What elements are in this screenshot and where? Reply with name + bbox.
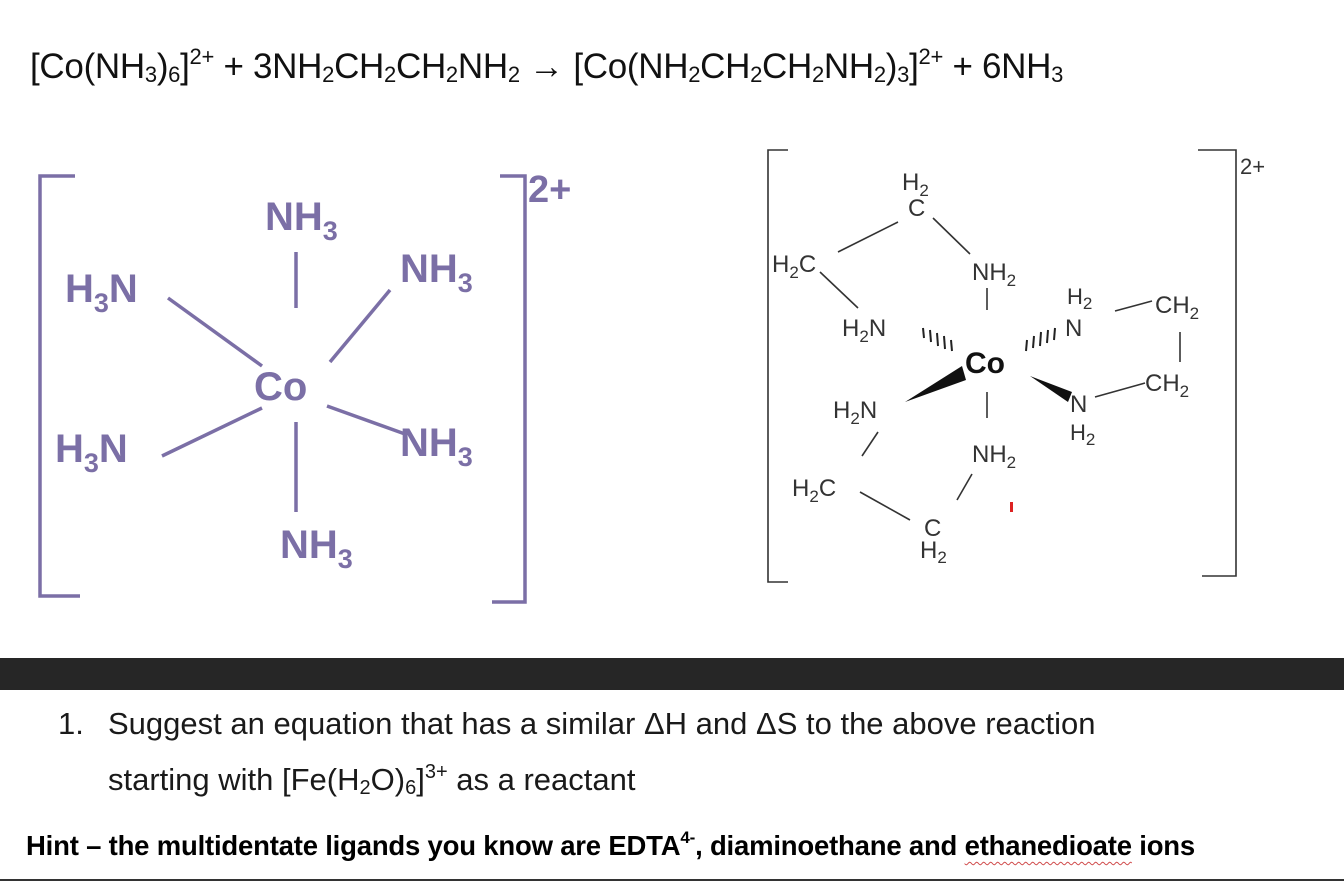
question-number: 1. — [58, 706, 84, 741]
h2n-left-upper: H2N — [842, 315, 886, 346]
left-bracket-open — [38, 174, 80, 598]
question-text: Suggest an equation that has a similar Δ… — [108, 700, 1308, 812]
hash-bond-right — [1025, 327, 1056, 352]
n-right-lower: N — [1070, 391, 1087, 418]
right-bracket-close — [1198, 149, 1237, 577]
ch2-right-upper: CH2 — [1155, 292, 1199, 323]
bond-lower-right — [326, 404, 406, 436]
bond-upper-left — [166, 296, 264, 368]
h2c-lower-left: H2C — [792, 475, 836, 506]
hash-bond-left — [922, 327, 953, 352]
reaction-equation: [Co(NH3)6]2+ + 3NH2CH2CH2NH2 → [Co(NH2CH… — [30, 44, 1064, 87]
left-bracket-close — [492, 174, 527, 604]
hint-text: Hint – the multidentate ligands you know… — [26, 828, 1195, 861]
h2-right-lower: H2 — [1070, 420, 1095, 449]
h3n-upper-left-label: H3N — [65, 267, 138, 318]
right-bracket-open — [767, 149, 788, 583]
divider-bar — [0, 658, 1344, 690]
hexaammine-cobalt-diagram: Co NH3 NH3 H3N H3N NH3 NH3 2+ — [38, 169, 571, 604]
left-charge-label: 2+ — [528, 169, 571, 211]
nh2-bottom: NH2 — [972, 441, 1016, 472]
nh3-upper-right-label: NH3 — [400, 247, 473, 298]
wedge-bond-left — [905, 366, 966, 402]
question-line-2: starting with [Fe(H2O)6]3+ as a reactant — [108, 761, 636, 799]
h2c-upper-left: H2C — [772, 251, 816, 282]
nh3-lower-right-label: NH3 — [400, 421, 473, 472]
bond-upper-right — [328, 288, 392, 364]
h2-right-upper: H2 — [1067, 284, 1092, 313]
red-cursor-mark — [1010, 502, 1013, 512]
h2n-left-lower: H2N — [833, 397, 877, 428]
co-center-label-right: Co — [965, 347, 1005, 380]
nh3-top-label: NH3 — [265, 195, 338, 246]
ch2-right-lower: CH2 — [1145, 370, 1189, 401]
n-right-upper: N — [1065, 315, 1082, 342]
reaction-arrow: → — [519, 47, 574, 86]
h3n-lower-left-label: H3N — [55, 427, 128, 478]
spellcheck-underlined-word: ethanedioate — [964, 830, 1132, 861]
wedge-bond-right — [1030, 376, 1072, 402]
co-center-label: Co — [254, 365, 307, 409]
bond-lower-left — [161, 406, 263, 458]
question-line-1: Suggest an equation that has a similar Δ… — [108, 706, 1096, 741]
right-charge-label: 2+ — [1240, 154, 1265, 179]
nh3-bottom-label: NH3 — [280, 523, 353, 574]
nh2-top: NH2 — [972, 259, 1016, 290]
bottom-border — [0, 879, 1344, 881]
